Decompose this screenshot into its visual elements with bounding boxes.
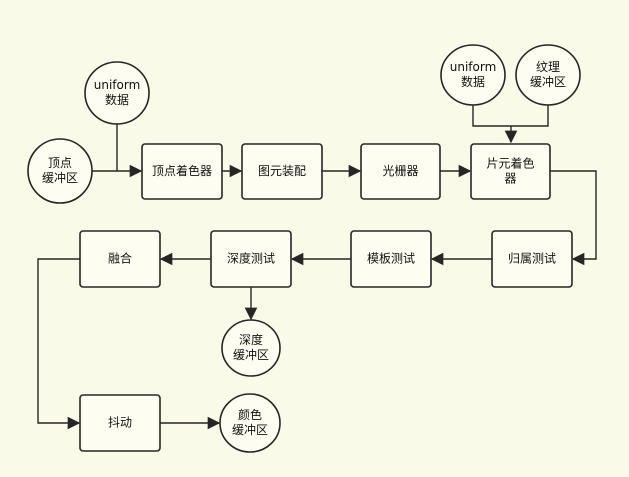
node-blending: 融合	[79, 230, 161, 288]
node-shape	[79, 230, 161, 288]
node-label-line: uniform	[450, 60, 497, 74]
edge-blending-to-dithering	[37, 258, 81, 430]
node-shape	[350, 230, 432, 288]
node-shape	[470, 143, 551, 200]
node-label-line: 顶点着色器	[152, 163, 212, 178]
node-label-line: 数据	[461, 74, 485, 89]
node-shape	[79, 394, 161, 452]
node-primitive-assembly: 图元装配	[241, 143, 323, 200]
node-label-line: 归属测试	[508, 251, 556, 266]
node-label-line: 深度测试	[227, 251, 275, 266]
node-label-line: 颜色	[238, 407, 262, 422]
node-shape	[515, 44, 581, 106]
node-label-line: 模板测试	[367, 251, 415, 266]
node-ownership-test: 归属测试	[491, 230, 573, 288]
node-label-line: 抖动	[108, 416, 132, 430]
node-stencil-test: 模板测试	[350, 230, 432, 288]
node-label-line: 光栅器	[382, 163, 418, 178]
node-label-line: 缓冲区	[42, 170, 78, 185]
node-label-line: 融合	[108, 251, 132, 266]
edge-fragment-shader-to-ownership-test	[550, 170, 597, 266]
node-label-line: 顶点	[48, 156, 72, 170]
node-label-line: 纹理	[536, 60, 560, 74]
node-label-line: 片元着色	[486, 156, 534, 171]
node-depth-test: 深度测试	[210, 230, 292, 288]
node-shape	[360, 143, 441, 200]
node-vertex-shader: 顶点着色器	[141, 143, 223, 200]
edges	[37, 102, 597, 430]
node-label-line: 图元装配	[258, 164, 306, 178]
node-label-line: 深度	[239, 332, 263, 347]
node-label-line: 数据	[105, 92, 129, 107]
node-label-line: 缓冲区	[233, 347, 269, 362]
node-dithering: 抖动	[79, 394, 161, 452]
node-shape	[84, 61, 150, 125]
node-label-line: 缓冲区	[232, 422, 268, 437]
node-shape	[27, 138, 93, 204]
node-shape	[219, 393, 281, 453]
edge-uniform-2-to-fragment-shader	[472, 102, 549, 127]
node-shape	[210, 230, 292, 288]
nodes: 顶点缓冲区uniform数据顶点着色器图元装配光栅器uniform数据纹理缓冲区…	[27, 44, 581, 453]
node-shape	[221, 319, 281, 377]
node-shape	[491, 230, 573, 288]
node-label-line: 缓冲区	[530, 74, 566, 89]
node-label-line: 器	[504, 172, 516, 186]
node-shape	[440, 44, 506, 106]
node-rasterizer: 光栅器	[360, 143, 441, 200]
node-label-line: uniform	[94, 78, 141, 92]
node-shape	[141, 143, 223, 200]
node-shape	[241, 143, 323, 200]
